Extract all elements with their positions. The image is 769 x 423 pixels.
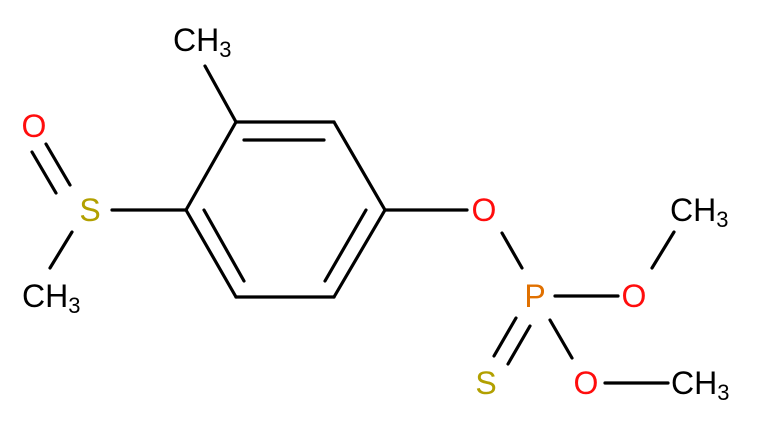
atom-o-methoxy-2: O — [574, 365, 599, 401]
atom-labels: CH3 O S CH3 O P O CH3 S O CH3 — [22, 22, 730, 405]
bond-s-o-double-a — [44, 142, 72, 187]
atom-ch3-sulfoxide: CH3 — [22, 278, 80, 318]
atom-s-sulfoxide: S — [79, 192, 100, 228]
bond-s-o-double-b — [30, 150, 58, 195]
bond-o-p — [500, 231, 524, 270]
bond-s-ch3 — [48, 230, 74, 270]
atom-p: P — [524, 278, 545, 314]
atom-ch3-methoxy-2: CH3 — [671, 365, 729, 405]
bond-p-s-double-b — [506, 324, 532, 366]
bond-ring-c3-c4 — [332, 208, 387, 299]
bond-ring-inner-right — [323, 208, 368, 283]
atom-s-thiono: S — [475, 365, 496, 401]
bond-ring-inner-left — [202, 208, 246, 283]
bond-o-ch3-methoxy-1 — [650, 230, 676, 270]
atom-ch3-top: CH3 — [173, 22, 231, 62]
bond-p-s-double-a — [492, 316, 518, 358]
bond-p-o-methoxy-2 — [548, 318, 574, 360]
atom-o-aryl: O — [472, 192, 497, 228]
bond-ring-methyl — [203, 64, 238, 124]
bond-ring-c2-c3 — [332, 120, 387, 212]
bond-ring-c6-c1 — [184, 120, 238, 212]
atom-ch3-methoxy-1: CH3 — [670, 192, 728, 232]
atom-o-sulfoxide: O — [22, 108, 47, 144]
atom-o-methoxy-1: O — [622, 278, 647, 314]
bonds — [30, 64, 676, 385]
bond-ring-c5-c6 — [184, 208, 238, 299]
